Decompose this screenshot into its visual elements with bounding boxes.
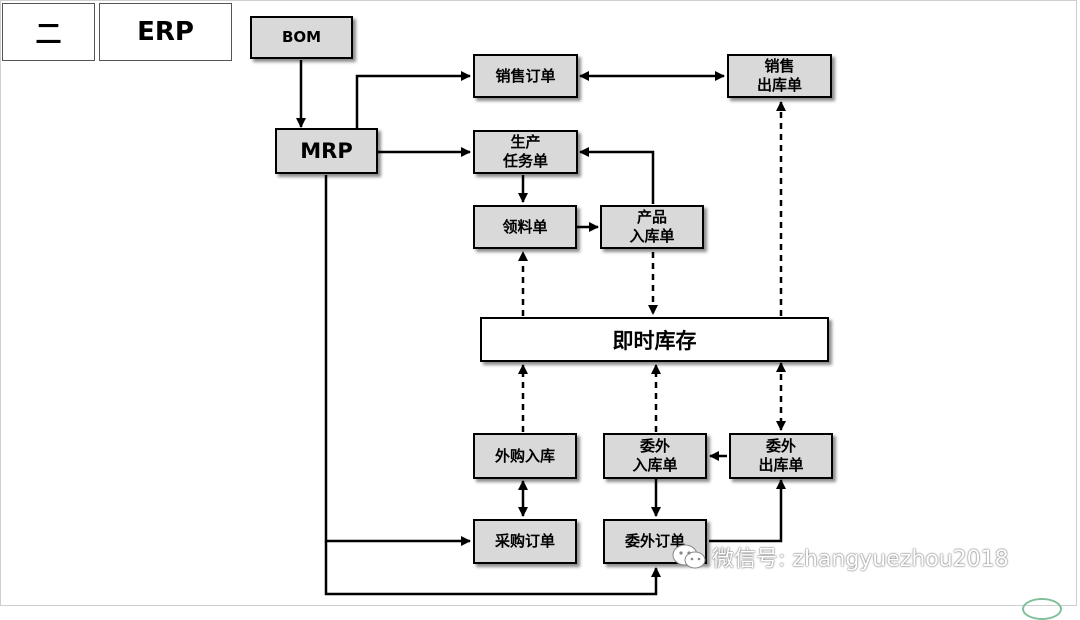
node-inventory: 即时库存: [480, 317, 829, 362]
node-purchase-inbound: 外购入库: [473, 433, 577, 479]
node-mrp: MRP: [275, 128, 378, 174]
slide-frame: [0, 0, 1077, 606]
section-number: 二: [2, 3, 95, 61]
arrow-outsource-order-outbound: [709, 479, 786, 543]
arrow-product-inbound-task: [579, 147, 655, 204]
arrow-mrp-purchase-order: [324, 175, 471, 546]
node-outsource-outbound: 委外 出库单: [729, 433, 833, 479]
watermark-text: 微信号: zhangyuezhou2018: [712, 547, 1009, 572]
node-outsource-inbound: 委外 入库单: [603, 433, 707, 479]
slide-title: ERP: [99, 3, 232, 61]
node-production-task: 生产 任务单: [473, 130, 578, 174]
arrow-mrp-outsource-order: [324, 541, 661, 596]
node-product-inbound: 产品 入库单: [600, 205, 704, 249]
arrow-mrp-sales-order: [355, 71, 471, 128]
node-material-requisition: 领料单: [473, 205, 577, 249]
corner-decoration: [1022, 598, 1062, 620]
node-sales-outbound: 销售 出库单: [727, 54, 832, 98]
node-sales-order: 销售订单: [473, 54, 578, 98]
node-purchase-order: 采购订单: [473, 519, 577, 564]
wechat-icon: [672, 544, 706, 569]
watermark: 微信号: zhangyuezhou2018: [672, 541, 1009, 573]
node-bom: BOM: [250, 16, 353, 59]
